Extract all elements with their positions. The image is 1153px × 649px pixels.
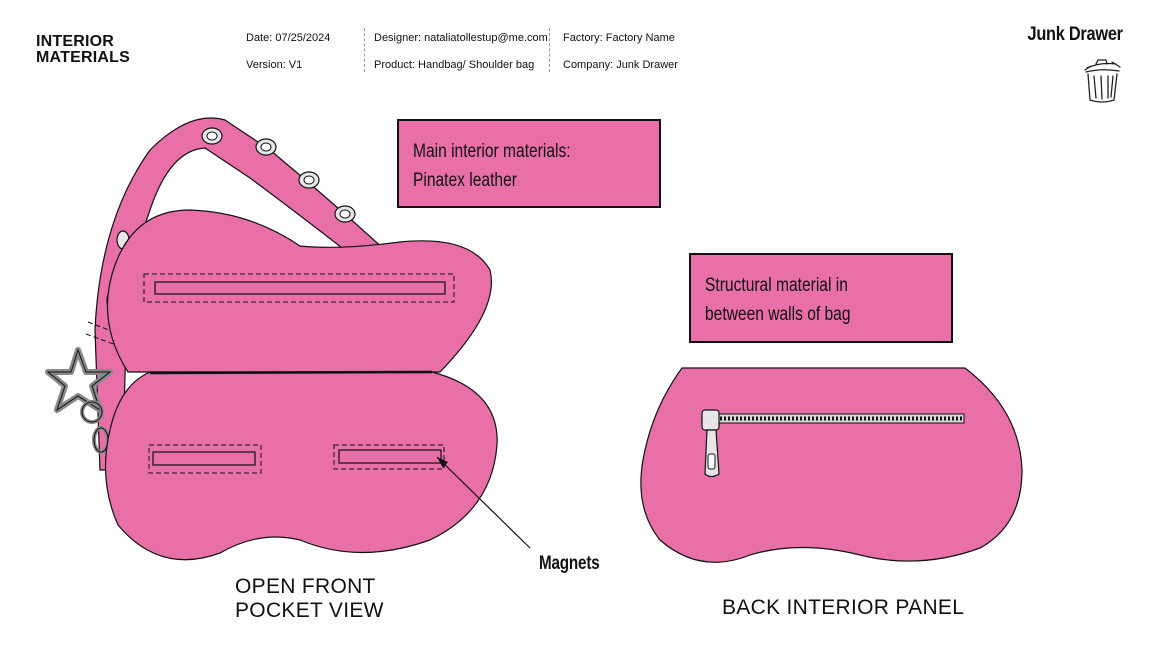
trash-can-sketch-icon xyxy=(1084,59,1121,103)
sheet-title-line1: INTERIOR xyxy=(36,33,115,50)
sheet-title-line2: MATERIALS xyxy=(36,49,130,66)
magnets-callout-label: Magnets xyxy=(539,553,600,574)
meta-divider xyxy=(364,28,365,72)
magnet-slot-right xyxy=(333,444,445,470)
date-field: Date: 07/25/2024 xyxy=(246,32,331,44)
structural-line2: between walls of bag xyxy=(705,304,851,325)
designer-field: Designer: nataliatollestup@me.com xyxy=(374,32,548,44)
structural-line1: Structural material in xyxy=(705,275,848,296)
back-interior-panel xyxy=(640,367,1023,563)
front-pocket-body xyxy=(104,370,498,561)
sheet-title: INTERIOR MATERIALS xyxy=(36,34,156,66)
front-pocket-flap xyxy=(106,209,492,373)
main-materials-note: Main interior materials: Pinatex leather xyxy=(397,119,661,208)
meta-divider xyxy=(549,28,550,72)
main-materials-line2: Pinatex leather xyxy=(413,170,517,191)
magnets-callout-arrow xyxy=(436,456,531,549)
front-view-label-line2: POCKET VIEW xyxy=(235,599,384,622)
structural-material-note: Structural material in between walls of … xyxy=(689,253,953,343)
magnet-slot-left xyxy=(148,444,262,474)
company-field: Company: Junk Drawer xyxy=(563,59,678,71)
version-field: Version: V1 xyxy=(246,59,303,71)
main-materials-line1: Main interior materials: xyxy=(413,141,571,162)
factory-field: Factory: Factory Name xyxy=(563,32,675,44)
brand-name: Junk Drawer xyxy=(1027,24,1124,45)
product-field: Product: Handbag/ Shoulder bag xyxy=(374,59,535,71)
front-view-label-line1: OPEN FRONT xyxy=(235,575,376,598)
zipper-pull-icon xyxy=(701,409,720,478)
front-view-label: OPEN FRONT POCKET VIEW xyxy=(235,575,384,623)
back-view-label: BACK INTERIOR PANEL xyxy=(722,596,965,619)
